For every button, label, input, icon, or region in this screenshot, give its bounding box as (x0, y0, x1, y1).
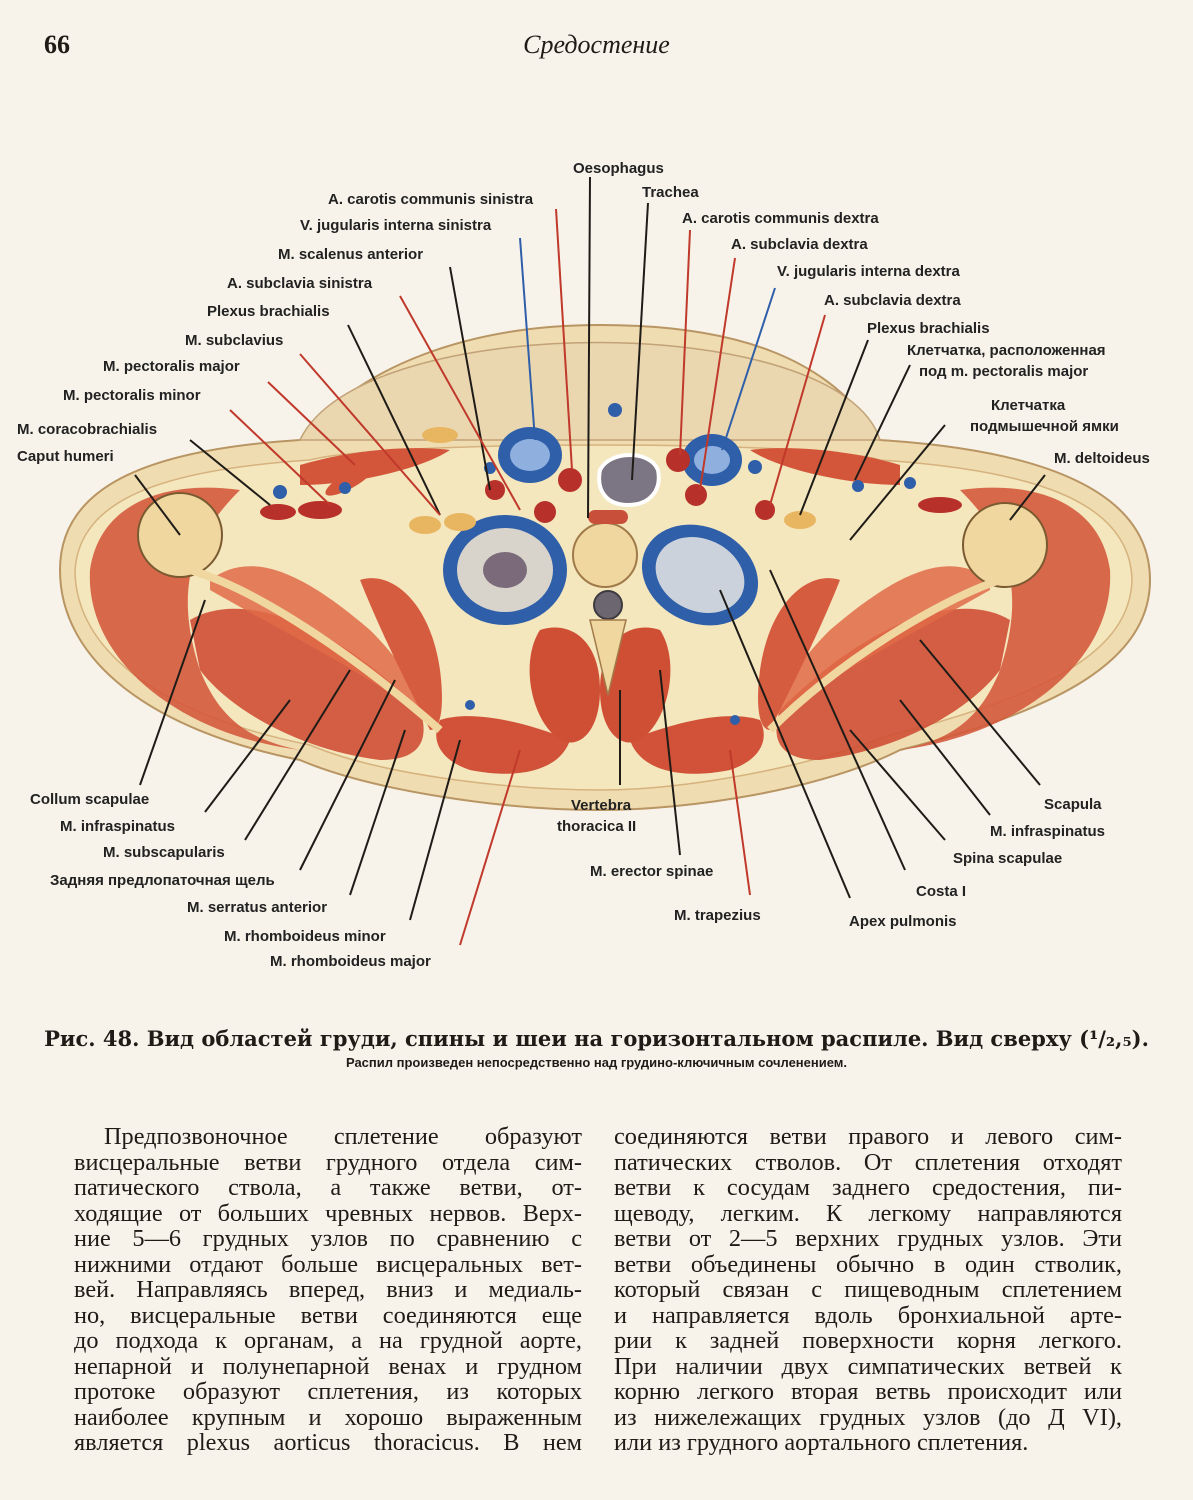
label-jugularis-sinistra: V. jugularis interna sinistra (300, 217, 492, 234)
label-rhomboideus-major: M. rhomboideus major (270, 953, 431, 970)
left-subclavian (534, 501, 556, 523)
caption-subtitle: Распил произведен непосредственно над гр… (345, 1055, 848, 1070)
label-subscapularis: M. subscapularis (103, 844, 225, 861)
body-text-right-column: соединяются ветви правого и левого сим- … (614, 1124, 1122, 1456)
figure-caption: Рис. 48. Вид областей груди, спины и шеи… (0, 1026, 1193, 1070)
label-caput-humeri: Caput humeri (17, 448, 114, 465)
label-coracobrachialis: M. coracobrachialis (17, 421, 158, 438)
label-serratus-anterior: M. serratus anterior (187, 899, 328, 916)
right-infraspinatus (776, 608, 1010, 760)
right-subclavian (685, 484, 707, 506)
label-pectoralis-major: M. pectoralis major (103, 358, 240, 375)
text-line: ветви от 2—5 верхних грудных узлов. Эти (614, 1225, 1122, 1252)
label-scalenus-anterior: M. scalenus anterior (278, 246, 424, 263)
text-line: висцеральные ветви грудного отдела сим- (74, 1148, 582, 1176)
label-kletchatka-pect-1: Клетчатка, расположенная (907, 342, 1106, 359)
text-line: соединяются ветви правого и левого сим- (614, 1123, 1122, 1150)
label-deltoideus: M. deltoideus (1054, 450, 1150, 467)
label-erector-spinae: M. erector spinae (590, 863, 714, 880)
page-number: 66 (44, 30, 70, 59)
label-plexus-right: Plexus brachialis (867, 320, 990, 337)
label-subclavia-dextra-2: A. subclavia dextra (824, 292, 961, 309)
caption-main: Рис. 48. Вид областей груди, спины и шеи… (44, 1026, 1149, 1051)
label-kletchatka-axil-2: подмышечной ямки (970, 418, 1119, 435)
text-line: и направляется вдоль бронхиальной арте- (614, 1301, 1122, 1329)
oesophagus-section (588, 510, 628, 524)
text-line: патического ствола, а также ветви, от- (74, 1174, 582, 1201)
left-serratus (360, 578, 442, 730)
right-serratus (758, 578, 840, 730)
label-apex-pulmonis: Apex pulmonis (849, 913, 957, 930)
erector-spinae-left (529, 627, 600, 743)
right-deltoid (900, 487, 1111, 750)
label-trachea: Trachea (642, 184, 699, 201)
label-subclavia-dextra-1: A. subclavia dextra (731, 236, 868, 253)
shoulder-bulge (298, 341, 882, 441)
text-line: патических стволов. От сплетения отходят (614, 1148, 1122, 1176)
text-line: Предпозвоночное сплетение образуют (104, 1123, 582, 1150)
left-scapula (188, 566, 443, 734)
body-text-left-column: Предпозвоночное сплетение образуют висце… (74, 1124, 582, 1456)
text-line: рии к задней поверхности корня легкого. (614, 1327, 1122, 1354)
label-collum-scapulae: Collum scapulae (30, 791, 150, 808)
text-line: но, висцеральные ветви соединяются еще (74, 1301, 582, 1329)
text-line: из нижележащих грудных узлов (до Д VI), (614, 1403, 1122, 1431)
label-costa: Costa I (916, 883, 967, 900)
label-oesophagus: Oesophagus (573, 160, 664, 177)
label-infraspinatus-right: M. infraspinatus (990, 823, 1106, 840)
label-vertebra-2: thoracica II (557, 818, 637, 835)
label-infraspinatus-left: M. infraspinatus (60, 818, 176, 835)
text-line: является plexus aorticus thoracicus. В н… (74, 1429, 582, 1456)
label-spina-scapulae: Spina scapulae (953, 850, 1063, 867)
label-plexus-left: Plexus brachialis (207, 303, 330, 320)
label-scapula: Scapula (1044, 796, 1102, 813)
text-line: до подхода к органам, а на грудной аорте… (74, 1327, 582, 1354)
text-line: протоке образуют сплетения, из которых (74, 1378, 582, 1405)
text-line: щеводу, легким. К легкому направляются (614, 1199, 1122, 1227)
text-line: ходящие от больших чревных нервов. Верх- (74, 1199, 582, 1227)
right-scapula (767, 576, 1002, 733)
running-head: Средостение (523, 30, 670, 59)
spinous-process (589, 619, 627, 696)
right-carotid (666, 448, 690, 472)
label-jugularis-dextra: V. jugularis interna dextra (777, 263, 960, 280)
label-carotis-dextra: A. carotis communis dextra (682, 210, 879, 227)
text-line: который связан с пищеводным сплетением (614, 1276, 1122, 1303)
text-line: ветви к сосудам заднего средостения, пи- (614, 1174, 1122, 1201)
label-rhomboideus-minor: M. rhomboideus minor (224, 928, 386, 945)
left-carotid (558, 468, 582, 492)
text-line: наиболее крупным и хорошо выраженным (74, 1403, 582, 1431)
text-line: ветви объединены обычно в один стволик, (614, 1250, 1122, 1278)
text-line: вей. Направляясь вперед, вниз и медиаль- (74, 1276, 582, 1303)
text-line: непарной и полунепарной венах и грудном (74, 1352, 582, 1380)
anatomical-figure: Oesophagus Trachea A. carotis communis s… (0, 150, 1193, 980)
right-pectoral (750, 448, 900, 485)
right-humeral-head (962, 502, 1048, 588)
label-kletchatka-pect-2: под m. pectoralis major (919, 363, 1089, 380)
label-kletchatka-axil-1: Клетчатка (991, 397, 1066, 414)
label-subclavius: M. subclavius (185, 332, 284, 349)
text-line: или из грудного аортального сплетения. (614, 1429, 1029, 1456)
left-infraspinatus (190, 608, 424, 760)
spinal-cord (593, 590, 623, 620)
label-pectoralis-minor: M. pectoralis minor (63, 387, 201, 404)
text-line: нижними отдают больше висцеральных вет- (74, 1250, 582, 1278)
label-carotis-sinistra: A. carotis communis sinistra (328, 191, 534, 208)
leader-lines (134, 176, 1046, 946)
label-vertebra-1: Vertebra (571, 797, 632, 814)
text-line: корню легкого вторая ветвь происходит ил… (614, 1378, 1122, 1405)
left-back-muscle (436, 716, 570, 774)
label-zadnyaya-shel: Задняя предлопаточная щель (50, 872, 275, 889)
trachea-section (597, 453, 661, 508)
text-line: При наличии двух симпатических ветвей к (614, 1352, 1122, 1380)
cross-section-illustration (58, 176, 1152, 946)
label-subclavia-sinistra: A. subclavia sinistra (227, 275, 373, 292)
text-line: ние 5—6 грудных узлов по сравнению с (74, 1225, 582, 1252)
label-trapezius: M. trapezius (674, 907, 761, 924)
vertebral-body (572, 522, 638, 588)
